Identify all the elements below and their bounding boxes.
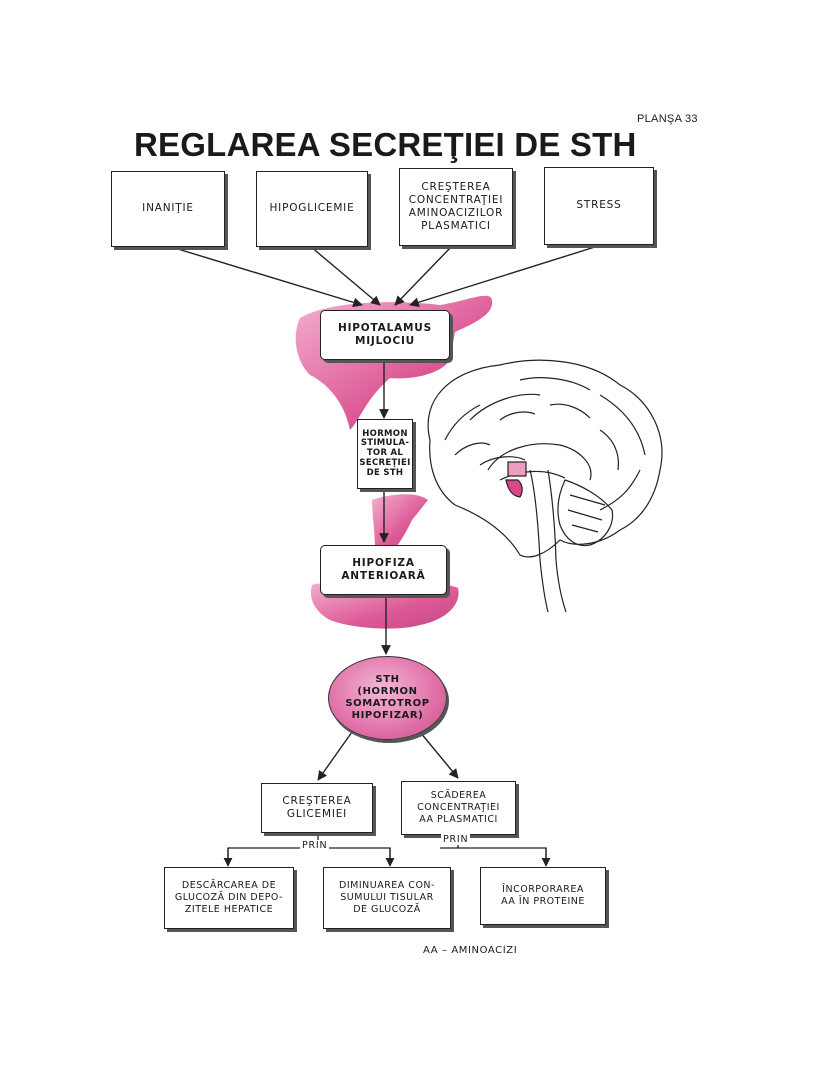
box-aa-decrease: SCĂDEREA CONCENTRAŢIEI AA PLASMATICI: [401, 781, 516, 835]
pituitary-stalk-tissue: [372, 494, 428, 548]
aa-line-4: PLASMATICI: [421, 220, 491, 233]
box-stress-label: STRESS: [576, 199, 622, 212]
hypothalamus-line-1: HIPOTALAMUS: [338, 321, 432, 334]
box-releasing-hormone: HORMON STIMULA- TOR AL SECREŢIEI DE STH: [357, 419, 413, 489]
arrow-aminoacizi: [394, 245, 453, 306]
aa-line-2: CONCENTRAŢIEI: [408, 193, 504, 206]
aa-line-1: CREŞTEREA: [421, 180, 491, 193]
arrow-inanitie: [167, 245, 363, 308]
box-glycemia-increase: CREŞTEREA GLICEMIEI: [261, 783, 373, 833]
sth-oval: STH (HORMON SOMATOTROP HIPOFIZAR): [328, 656, 447, 740]
pituitary-line-2: ANTERIOARĂ: [341, 570, 426, 582]
aa-line-3: AMINOACIZILOR: [408, 207, 504, 219]
sth-line-1: STH: [375, 674, 400, 685]
box-hipoglicemie: HIPOGLICEMIE: [256, 171, 368, 247]
m3-line-2: AA ÎN PROTEINE: [501, 896, 585, 907]
m1-line-2: GLUCOZĂ DIN DEPO-: [174, 892, 284, 904]
m3-line-1: ÎNCORPORAREA: [502, 884, 584, 896]
box-stress: STRESS: [544, 167, 654, 245]
prin-right-bracket: [440, 847, 547, 862]
brain-sagittal-illustration: [427, 359, 663, 613]
aa-drop-line-2: CONCENTRAŢIEI: [417, 802, 500, 814]
box-anterior-pituitary: HIPOFIZA ANTERIOARĂ: [320, 545, 447, 595]
sth-line-2: (HORMON: [357, 686, 418, 697]
glycemia-line-2: GLICEMIEI: [286, 808, 348, 820]
sth-line-4: HIPOFIZAR): [351, 710, 424, 721]
glycemia-line-1: CREŞTEREA: [282, 794, 352, 807]
box-inanitie-label: INANIŢIE: [142, 202, 194, 215]
aa-drop-line-1: SCĂDEREA: [430, 790, 487, 802]
arrow-hipoglicemie: [309, 245, 381, 306]
box-inanitie: INANIŢIE: [111, 171, 225, 247]
footnote-legend: AA – AMINOACIZI: [423, 945, 518, 956]
aa-drop-line-3: AA PLASMATICI: [419, 813, 498, 825]
hormone-line-1: HORMON: [362, 428, 408, 439]
box-hepatic-glucose: DESCĂRCAREA DE GLUCOZĂ DIN DEPO- ZITELE …: [164, 867, 294, 929]
m1-line-1: DESCĂRCAREA DE: [181, 880, 277, 892]
hypothalamus-line-2: MIJLOCIU: [354, 335, 416, 347]
hormone-line-5: DE STH: [366, 467, 404, 478]
m2-line-3: DE GLUCOZĂ: [353, 903, 421, 915]
arrow-to-aa-drop: [419, 731, 459, 779]
plate-number: PLANŞA 33: [637, 113, 698, 125]
box-protein-incorporation: ÎNCORPORAREA AA ÎN PROTEINE: [480, 867, 606, 925]
box-aminoacizi: CREŞTEREA CONCENTRAŢIEI AMINOACIZILOR PL…: [399, 168, 513, 246]
hormone-line-2: STIMULA-: [360, 438, 410, 449]
prin-left-label: PRIN: [300, 840, 330, 851]
hormone-line-3: TOR AL: [366, 448, 404, 459]
arrow-to-glycemia: [317, 731, 353, 781]
page-title: REGLAREA SECREŢIEI DE STH: [134, 126, 637, 163]
box-hypothalamus: HIPOTALAMUS MIJLOCIU: [320, 310, 450, 360]
sth-line-3: SOMATOTROP: [345, 698, 430, 709]
hormone-line-4: SECREŢIEI: [359, 457, 411, 468]
m2-line-1: DIMINUAREA CON-: [339, 880, 435, 892]
arrow-stress: [409, 245, 599, 308]
m2-line-2: SUMULUI TISULAR: [340, 892, 434, 904]
pituitary-line-1: HIPOFIZA: [352, 556, 415, 569]
prin-right-label: PRIN: [441, 834, 471, 845]
m1-line-3: ZITELE HEPATICE: [184, 903, 274, 915]
box-hipoglicemie-label: HIPOGLICEMIE: [269, 202, 355, 215]
box-tissue-glucose: DIMINUAREA CON- SUMULUI TISULAR DE GLUCO…: [323, 867, 451, 929]
